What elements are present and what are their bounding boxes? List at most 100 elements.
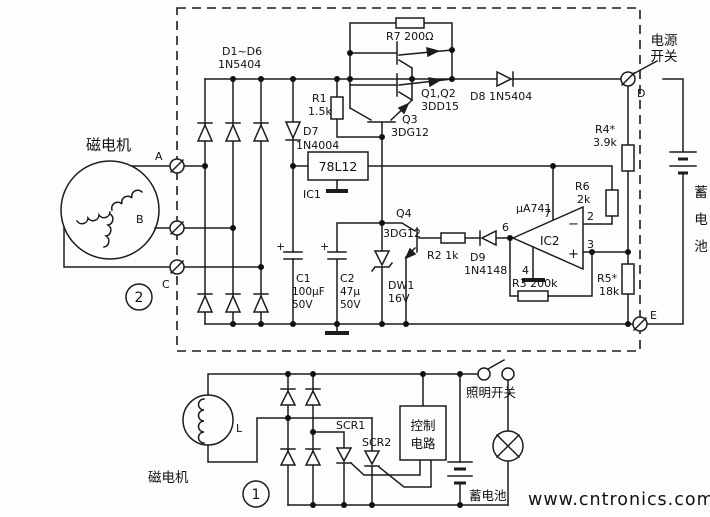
label-term-d: D: [637, 87, 645, 100]
circuit2-number: 2: [125, 283, 153, 311]
diode-d9-icon: [479, 229, 497, 247]
label-power-switch-2: 开关: [651, 49, 678, 65]
wire-scr1-gate: [349, 459, 421, 476]
wire-scr1-branch: [312, 431, 345, 506]
junction-dots-lower: [285, 371, 463, 508]
pass-transistor-cluster: [348, 17, 453, 138]
c1-plus-sign: +: [276, 240, 285, 253]
label-d8: D8 1N5404: [470, 90, 532, 103]
label-q3-part: 3DG12: [391, 126, 429, 139]
label-coil-l: L: [236, 422, 243, 435]
label-d1d6: D1~D6: [222, 45, 262, 58]
label-magneto-lower: 磁电机: [148, 470, 189, 486]
label-c2-value: 47μ: [340, 286, 360, 298]
label-scr1: SCR1: [336, 419, 365, 432]
label-r7: R7 200Ω: [386, 30, 434, 43]
label-battery-upper-1: 蓄: [694, 185, 708, 201]
wire-phase-c: [63, 226, 262, 268]
watermark-text: www.cntronics.com: [528, 490, 710, 510]
label-pin3: 3: [587, 238, 594, 251]
label-r6-value: 2k: [577, 193, 591, 206]
label-battery-lower: 蓄电池: [469, 488, 507, 503]
q3-emitter-arrow: [397, 102, 410, 115]
battery-lower-icon: [447, 461, 473, 485]
label-term-e: E: [650, 309, 657, 322]
wire-r3-feedback: [509, 237, 593, 297]
label-ic1: IC1: [303, 188, 321, 201]
terminal-e: [632, 316, 648, 332]
regulator-78l12-box: [307, 151, 369, 181]
label-control-2: 电路: [410, 436, 436, 451]
dashed-box: [176, 7, 641, 352]
label-c1: C1: [296, 272, 311, 285]
upper-circuit-regulator: 2 磁电机 A B C D1~D6 1N5404 R1 1.5k D7 1N40…: [60, 7, 708, 352]
label-c2-voltage: 50V: [340, 299, 361, 311]
wire-regulator-rail: [292, 165, 613, 225]
battery-upper-icon: [646, 151, 697, 325]
wire-lower-phase: [207, 417, 373, 463]
capacitor-c1-icon: [283, 251, 303, 260]
label-r1: R1: [312, 92, 327, 105]
label-r4-value: 3.9k: [593, 136, 617, 149]
label-pin6: 6: [502, 221, 509, 234]
terminal-c: [169, 259, 185, 275]
label-c1-voltage: 50V: [292, 299, 313, 311]
c2-plus-sign: +: [320, 240, 329, 253]
circuit1-number: 1: [242, 480, 270, 508]
label-dw1-value: 16V: [388, 292, 410, 305]
label-r4: R4*: [595, 123, 616, 136]
label-battery-upper-3: 池: [694, 239, 708, 255]
resistor-r2-body: [440, 232, 466, 244]
scr2-icon: [363, 450, 381, 467]
capacitor-c2-icon: [325, 222, 383, 335]
label-power-switch-1: 电源: [651, 33, 679, 49]
label-d1d6-part: 1N5404: [218, 58, 261, 71]
label-q4-part: 3DG12: [383, 227, 421, 240]
diode-bridge-icons: [196, 122, 270, 313]
label-term-b: B: [136, 213, 144, 226]
terminal-d: [620, 71, 636, 87]
control-circuit-box: [399, 405, 447, 461]
label-d7-part: 1N4004: [296, 139, 339, 152]
label-d9: D9: [470, 251, 485, 264]
label-r6: R6: [575, 180, 590, 193]
magneto-3phase-symbol: [60, 160, 160, 260]
label-pin7: 7: [544, 207, 551, 220]
label-battery-upper-2: 电: [694, 212, 708, 228]
q2-emitter-arrow: [428, 77, 443, 88]
label-q4: Q4: [396, 207, 412, 220]
resistor-r3-body: [517, 290, 549, 302]
wire-lower-top-rail: [207, 373, 479, 396]
label-control-1: 控制: [410, 418, 435, 433]
label-c2: C2: [340, 272, 355, 285]
diode-d8-icon: [496, 70, 514, 88]
transistor-q4: [381, 222, 418, 325]
wire-bridge-columns: [287, 373, 314, 506]
resistor-r4-body: [621, 144, 635, 172]
q1-emitter-arrow: [426, 46, 441, 58]
resistor-r1-body: [330, 96, 344, 120]
label-pin4: 4: [522, 264, 529, 277]
label-d7: D7: [303, 125, 318, 138]
label-magneto-upper: 磁电机: [86, 136, 131, 154]
circuit2-number-label: 2: [135, 290, 144, 306]
lamp-icon: [492, 430, 524, 462]
resistor-r7-body: [395, 17, 425, 29]
lighting-switch-icon: [477, 358, 515, 381]
zener-dw1-icon: [370, 250, 394, 273]
magneto-single-symbol: [182, 394, 234, 446]
scr1-icon: [335, 447, 353, 464]
wire-scr2-gate: [377, 459, 432, 488]
terminal-a: [169, 158, 185, 174]
opamp-minus-sign: −: [568, 217, 579, 232]
label-term-c: C: [162, 278, 170, 291]
label-lighting-switch: 照明开关: [466, 385, 516, 400]
label-r1-value: 1.5k: [308, 105, 332, 118]
diode-d7-icon: [284, 121, 302, 141]
q4-emitter-arrow: [404, 247, 417, 260]
label-r3: R3 200k: [512, 277, 558, 290]
label-78l12: 78L12: [319, 159, 358, 174]
label-scr2: SCR2: [362, 436, 391, 449]
